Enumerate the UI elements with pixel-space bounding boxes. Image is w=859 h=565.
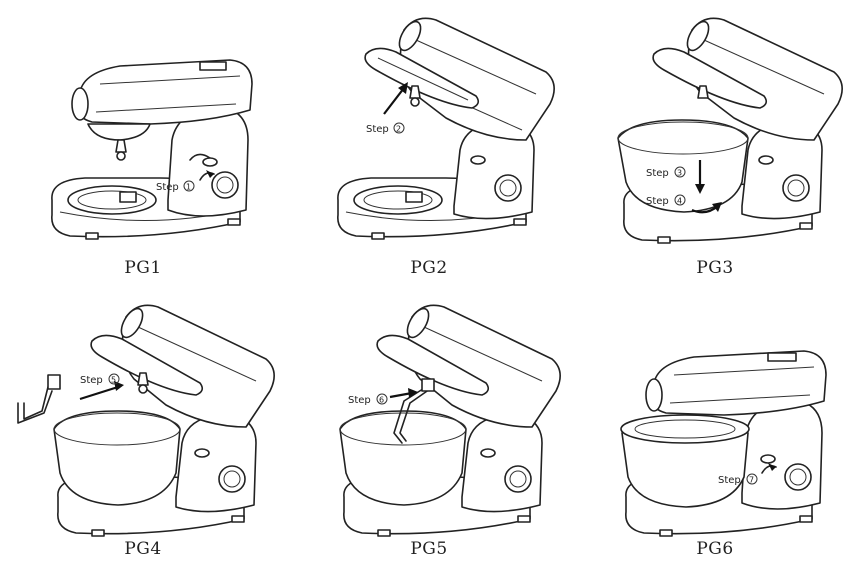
panel-caption-pg2: PG2: [410, 258, 448, 278]
panel-pg1: Step 1 PG1: [0, 0, 286, 282]
step-3-number: 3: [677, 169, 682, 178]
step-5-number: 5: [111, 376, 116, 385]
panel-caption-pg3: PG3: [696, 258, 734, 278]
panel-pg6: Step 7 PG6: [572, 283, 858, 565]
panel-pg5: Step 6 PG5: [286, 283, 572, 565]
panel-caption-pg6: PG6: [696, 539, 734, 559]
step-6-number: 6: [379, 396, 384, 405]
mixer-illustration-pg4: Step 5: [17, 304, 275, 537]
step-4-label: Step: [646, 196, 669, 207]
step-2-number: 2: [396, 125, 401, 134]
panel-pg3: Step 3 Step 4 PG3: [572, 0, 858, 282]
mixer-illustration-pg1: Step 1: [51, 59, 253, 240]
step-7-label: Step: [718, 475, 741, 486]
step-6-label: Step: [348, 395, 371, 406]
mixer-illustration-pg6: Step 7: [620, 350, 827, 537]
panel-caption-pg5: PG5: [410, 539, 448, 559]
panel-caption-pg4: PG4: [124, 539, 162, 559]
step-7-number: 7: [749, 476, 754, 485]
step-2-label: Step: [366, 124, 389, 135]
step-1-number: 1: [186, 183, 191, 192]
panel-pg2: Step 2 PG2: [286, 0, 572, 282]
panel-caption-pg1: PG1: [124, 258, 162, 278]
step-4-number: 4: [677, 197, 682, 206]
mixer-illustration-pg5: Step 6: [339, 304, 561, 537]
step-5-label: Step: [80, 375, 103, 386]
mixer-illustration-pg3: Step 3 Step 4: [617, 17, 843, 244]
step-1-label: Step: [156, 182, 179, 193]
mixer-illustration-pg2: Step 2: [337, 17, 555, 240]
panel-pg4: Step 5 PG4: [0, 283, 286, 565]
step-3-label: Step: [646, 168, 669, 179]
